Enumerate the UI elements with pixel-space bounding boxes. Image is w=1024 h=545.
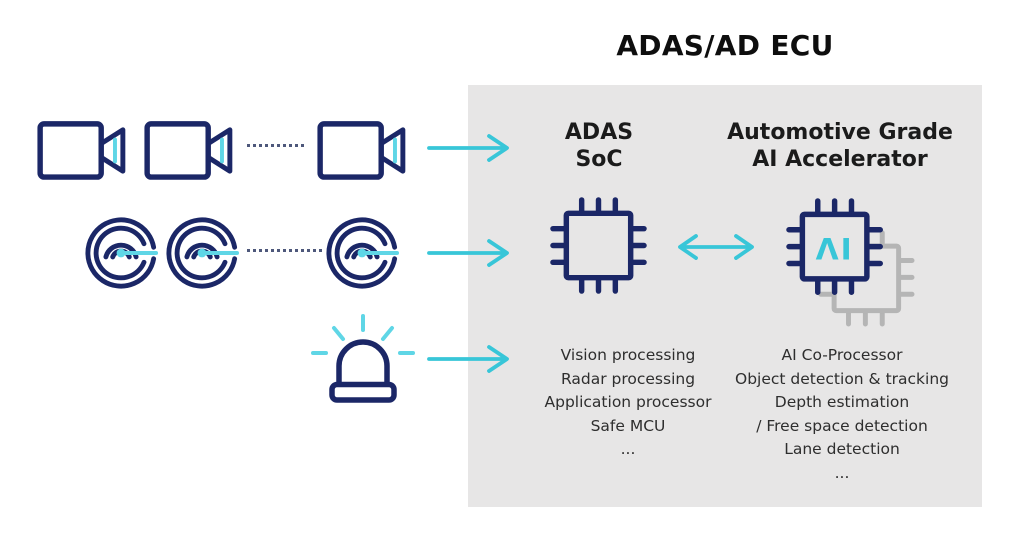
- ai-chip-label: ΛI: [816, 233, 854, 268]
- ai-chip-front: ΛI: [786, 198, 883, 295]
- feature-item: ...: [620, 440, 636, 459]
- accelerator-title: Automotive Grade AI Accelerator: [698, 119, 982, 173]
- siren-light-icon: [311, 314, 415, 403]
- radar-icon: [166, 217, 240, 289]
- soc-title-line1: ADAS: [564, 120, 634, 145]
- accelerator-feature-list: AI Co-Processor Object detection & track…: [717, 344, 967, 486]
- arrow-right-icon: [427, 345, 509, 373]
- feature-item: Object detection & tracking: [735, 369, 949, 388]
- soc-feature-list: Vision processing Radar processing Appli…: [512, 344, 744, 462]
- ellipsis-dots: [247, 249, 322, 252]
- arrow-right-icon: [427, 239, 509, 267]
- feature-item: AI Co-Processor: [781, 346, 903, 364]
- radar-icon: [85, 217, 159, 289]
- video-camera-icon: [37, 121, 126, 180]
- soc-title-line2: SoC: [575, 147, 623, 172]
- feature-item: Application processor: [544, 393, 712, 412]
- double-headed-arrow-icon: [678, 234, 754, 260]
- feature-item: Depth estimation: [774, 393, 910, 412]
- feature-item: Lane detection: [784, 440, 900, 459]
- radar-icon: [326, 217, 400, 289]
- feature-item: Radar processing: [560, 369, 696, 388]
- ai-processor-chip-icon: ΛI: [786, 198, 915, 327]
- diagram-title: ADAS/AD ECU: [616, 29, 834, 62]
- accelerator-title-line2: AI Accelerator: [752, 147, 928, 172]
- arrow-right-icon: [427, 134, 509, 162]
- feature-item: Vision processing: [560, 346, 696, 364]
- soc-title: ADAS SoC: [519, 119, 679, 173]
- feature-item: ...: [834, 463, 850, 482]
- ellipsis-dots: [247, 144, 304, 147]
- video-camera-icon: [317, 121, 406, 180]
- processor-chip-icon: [550, 197, 647, 294]
- accelerator-title-line1: Automotive Grade: [727, 120, 953, 145]
- video-camera-icon: [144, 121, 233, 180]
- feature-item: Safe MCU: [590, 416, 666, 435]
- feature-item: / Free space detection: [756, 416, 928, 435]
